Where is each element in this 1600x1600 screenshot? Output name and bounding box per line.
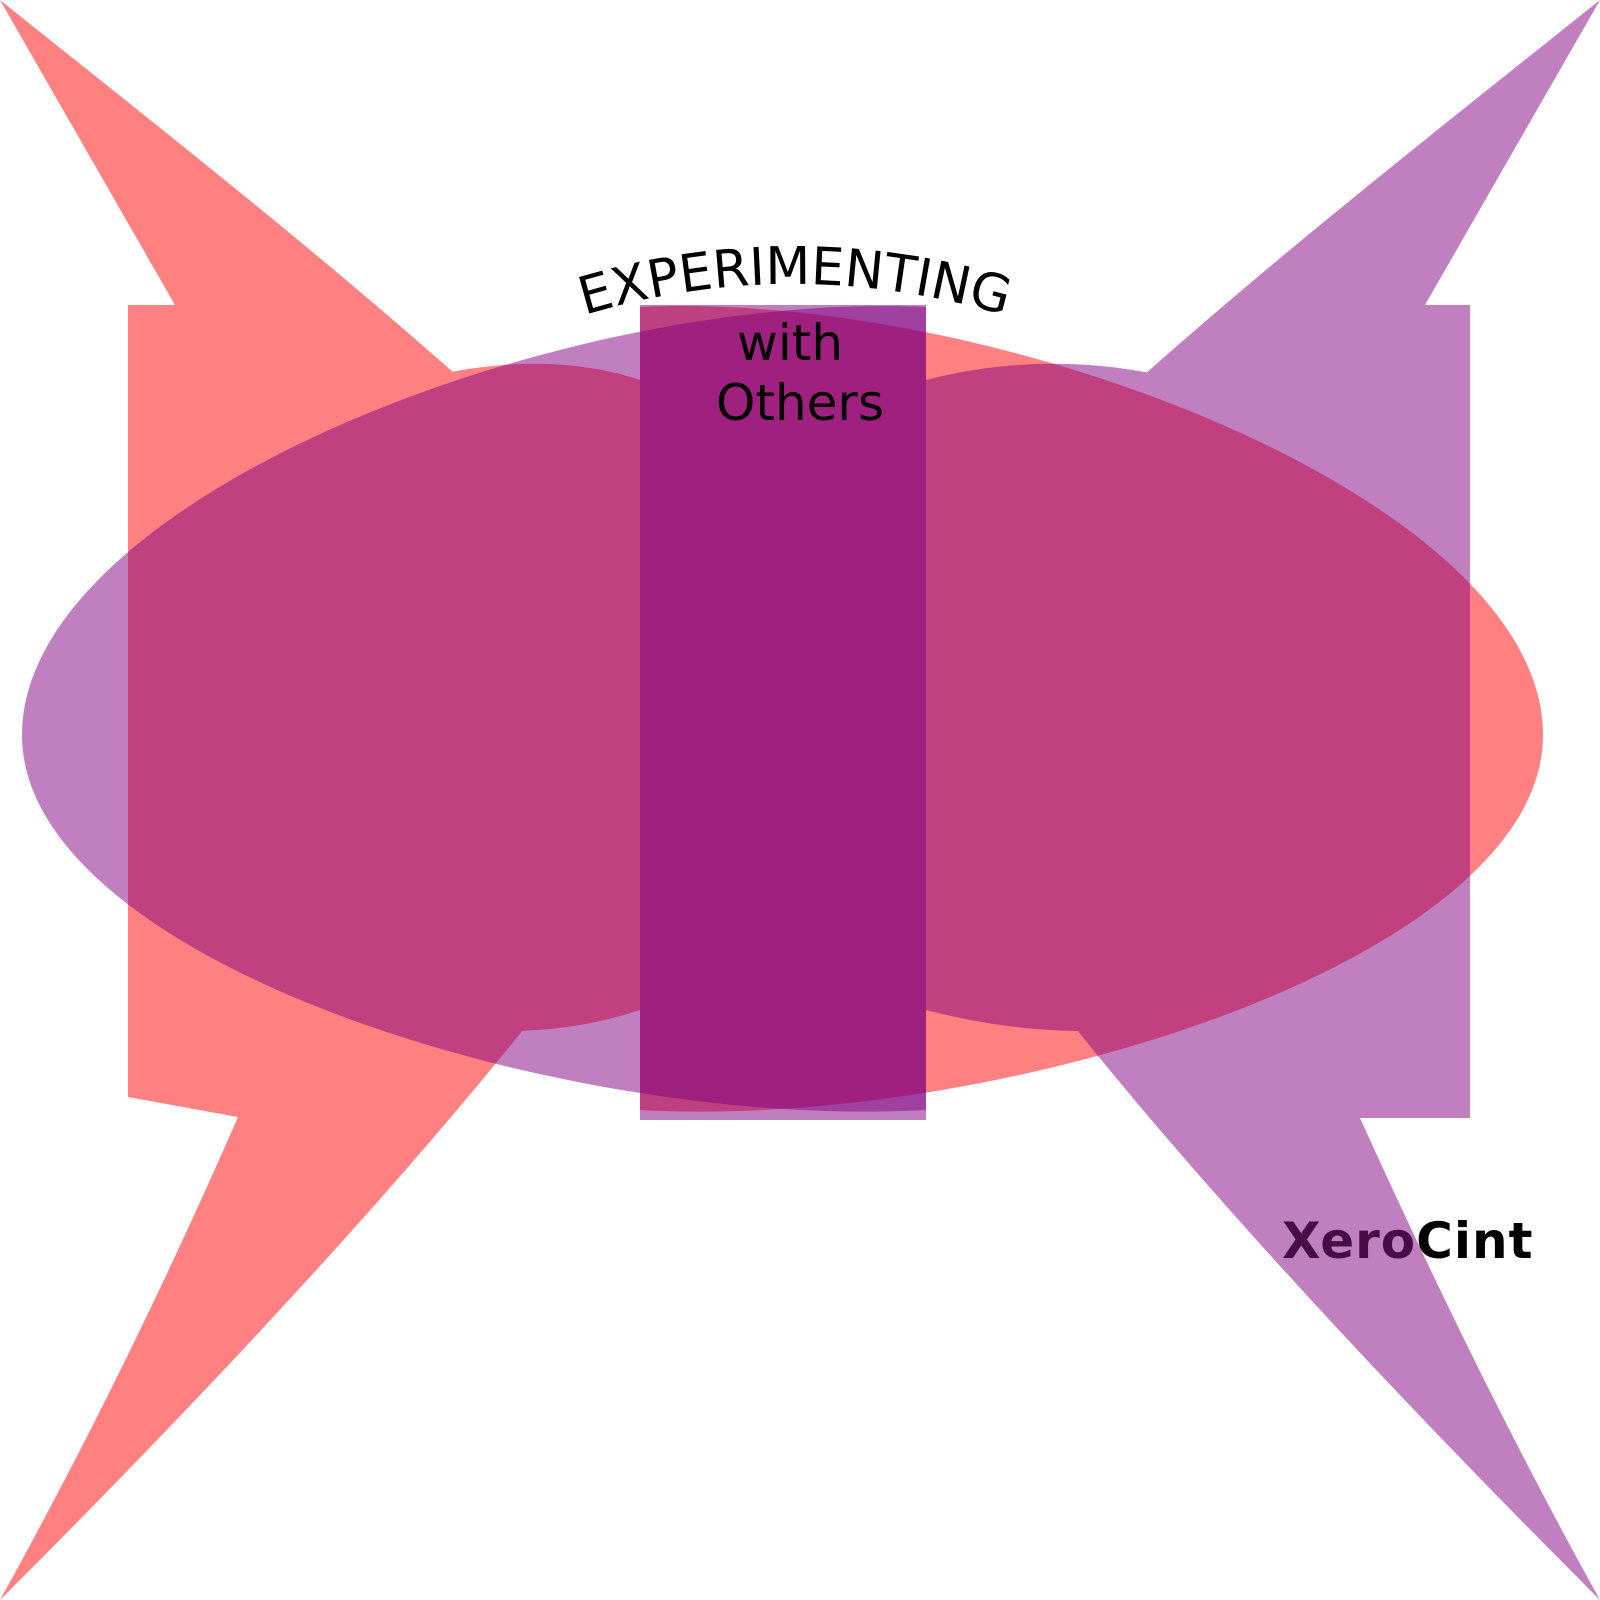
- center-column: [640, 305, 926, 1120]
- title-line3: Others: [715, 374, 885, 432]
- title-line2: with: [736, 314, 844, 372]
- purple-right-body: [926, 305, 1470, 1118]
- brand-wordmark: XeroCint: [1282, 1212, 1533, 1270]
- brand-part2: Cint: [1416, 1212, 1534, 1270]
- brand-part1: Xero: [1282, 1212, 1417, 1270]
